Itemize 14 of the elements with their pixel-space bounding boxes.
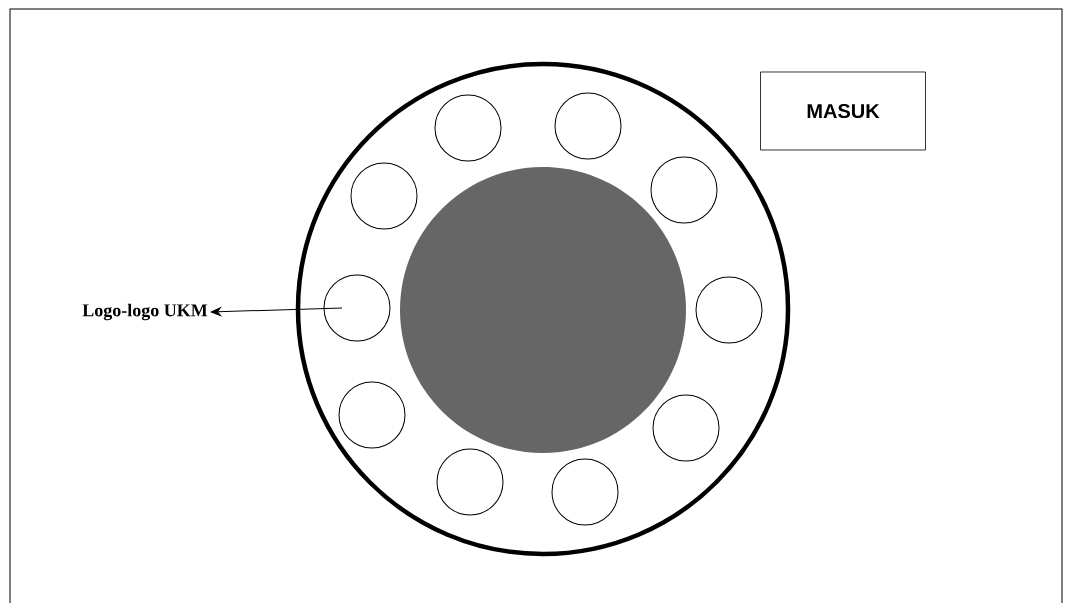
empty-circle bbox=[436, 448, 504, 516]
empty-circle bbox=[650, 156, 718, 224]
entrance-box: MASUK bbox=[760, 71, 926, 151]
callout-text: Logo-logo UKM bbox=[82, 303, 208, 321]
empty-circle bbox=[554, 92, 622, 160]
empty-circle bbox=[434, 94, 502, 162]
arrow bbox=[210, 307, 343, 316]
empty-circle bbox=[323, 274, 391, 342]
center-disc bbox=[400, 167, 686, 453]
empty-circle bbox=[350, 162, 418, 230]
empty-circle bbox=[695, 276, 763, 344]
empty-circle bbox=[652, 394, 720, 462]
empty-circle bbox=[551, 458, 619, 526]
empty-circle bbox=[338, 381, 406, 449]
